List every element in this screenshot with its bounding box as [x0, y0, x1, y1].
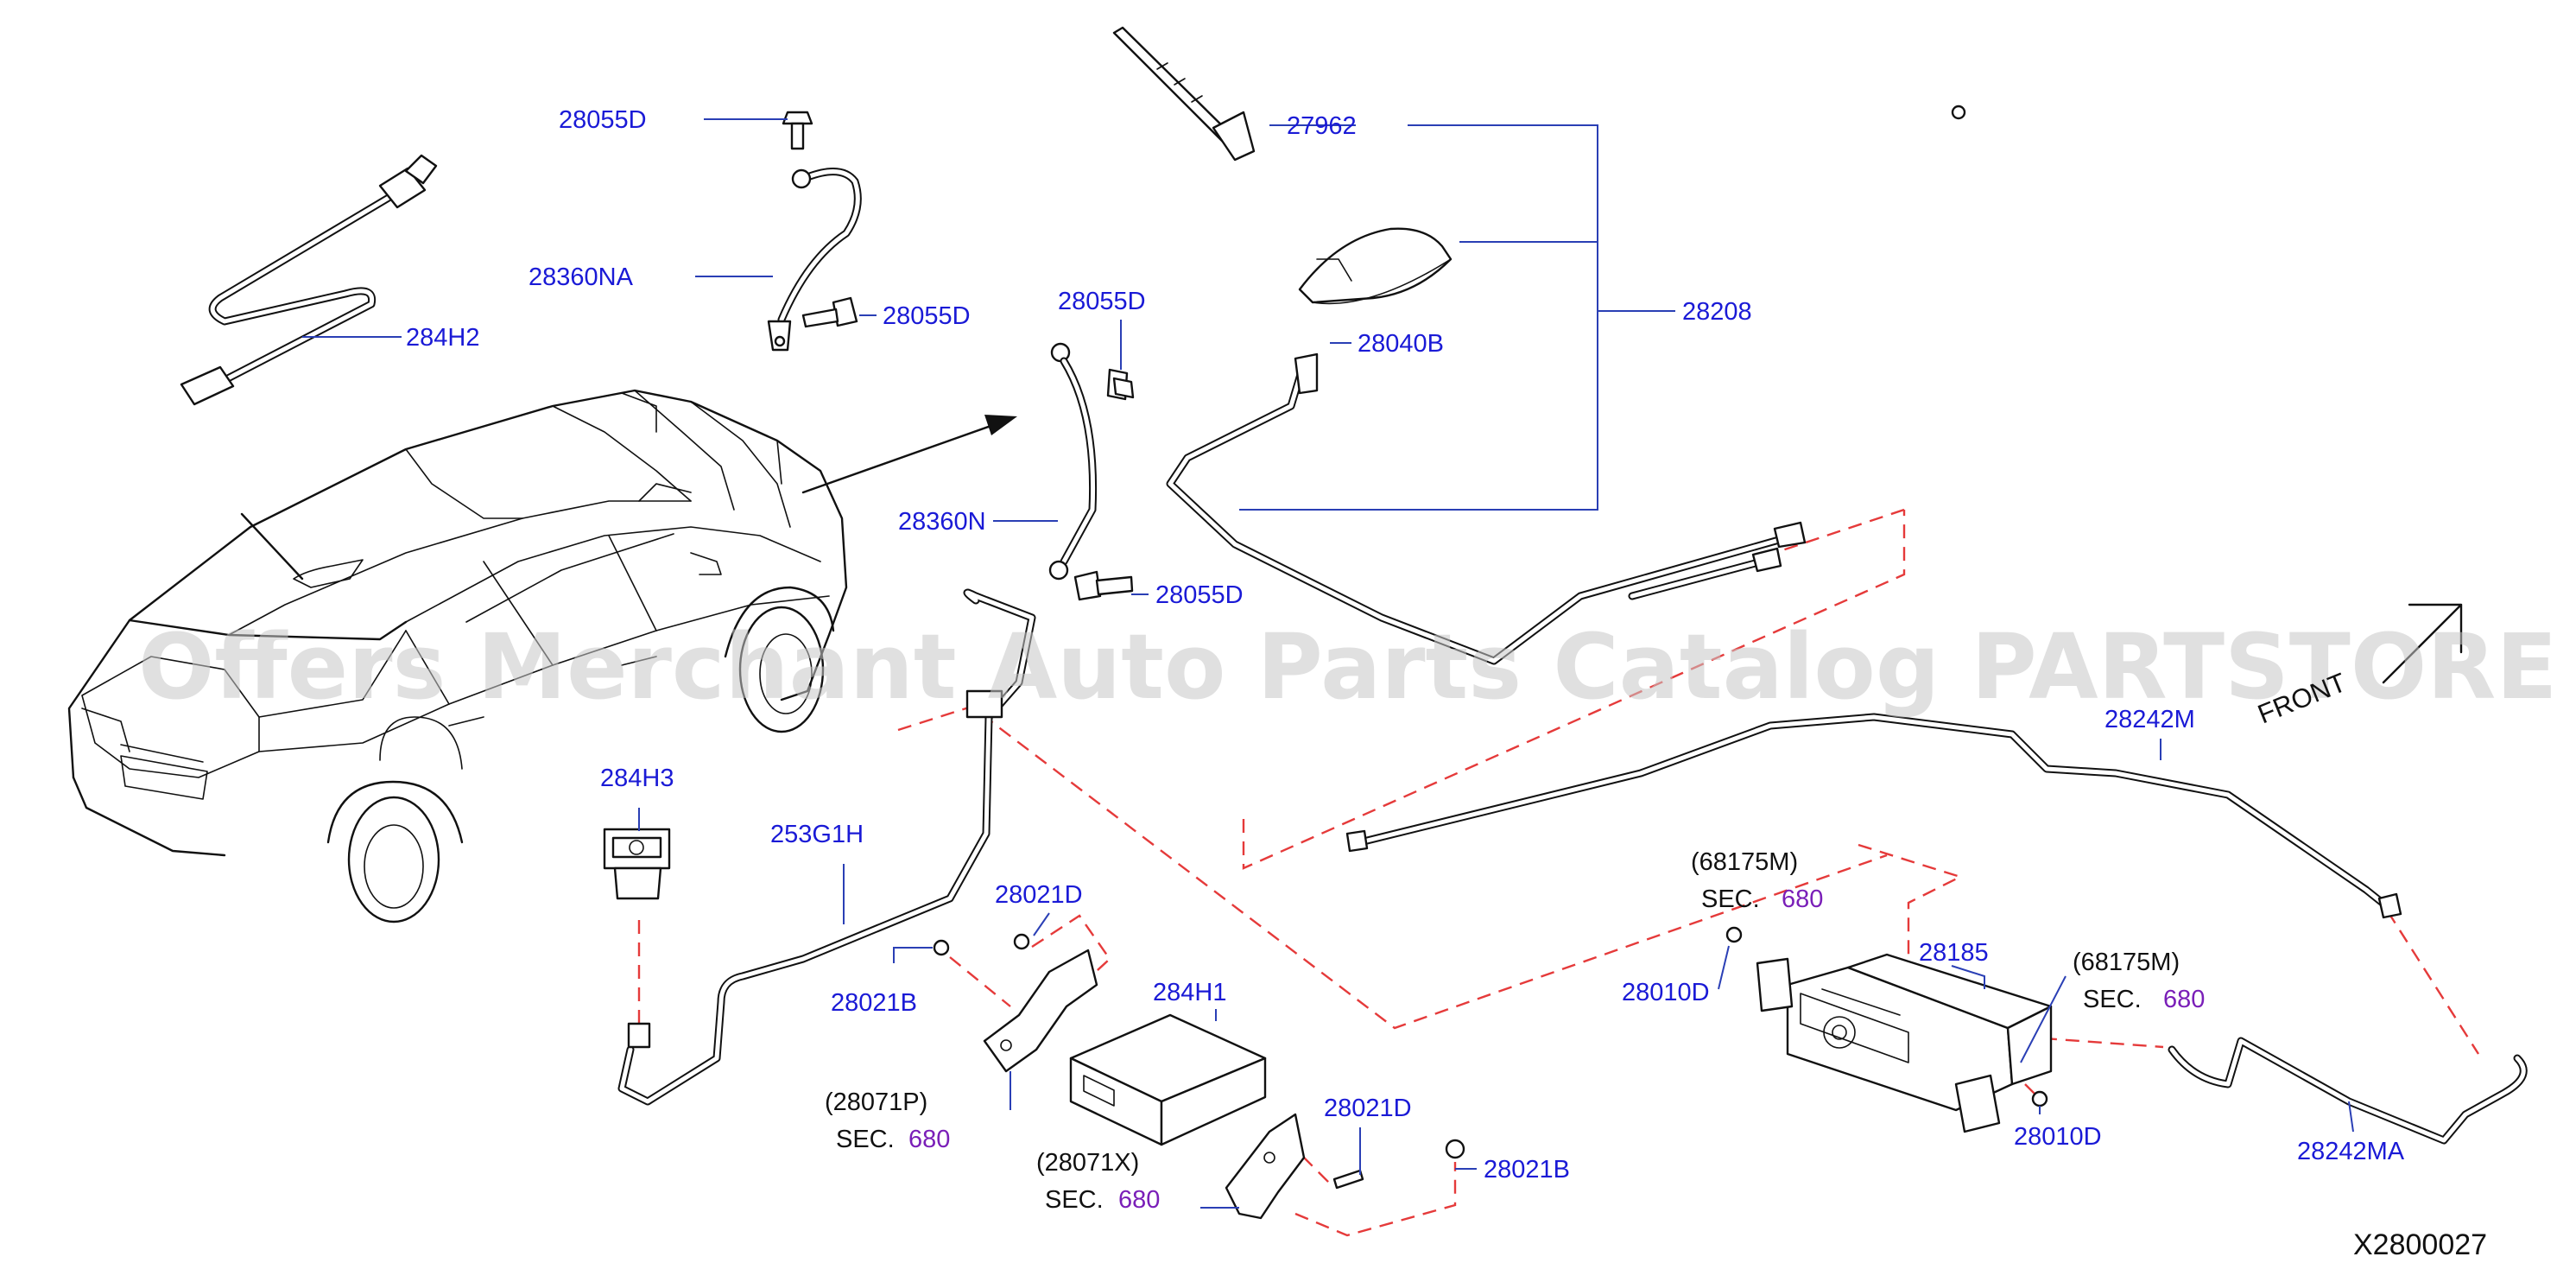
watermark-text: Offers Merchant Auto Parts Catalog PARTS… [138, 614, 2576, 720]
part-label-28208[interactable]: 28208 [1682, 298, 1752, 326]
ground-strap-icon [1048, 342, 1098, 581]
sec-number-link[interactable]: 680 [908, 1126, 950, 1153]
part-icons [180, 26, 2528, 1220]
harness-cable-icon [617, 588, 1036, 1106]
ref-label-68175M: (68175M) [2073, 949, 2180, 976]
bracket-icon [1225, 1113, 1306, 1220]
sec-number-link[interactable]: 680 [1118, 1186, 1160, 1214]
screw-icon [1332, 1169, 1364, 1190]
sec-label: SEC. [2083, 986, 2142, 1013]
part-label-28360N[interactable]: 28360N [898, 508, 986, 536]
part-label-28055D[interactable]: 28055D [1058, 288, 1146, 315]
screw-icon [1445, 1139, 1465, 1159]
ground-strap-icon [767, 168, 862, 352]
part-label-28055D[interactable]: 28055D [883, 302, 971, 330]
part-label-253G1H[interactable]: 253G1H [770, 821, 864, 848]
screw-icon [1725, 926, 1743, 943]
harness-cable-icon [2168, 1037, 2528, 1145]
part-label-28021B[interactable]: 28021B [831, 989, 917, 1017]
ref-label-28071P: (28071P) [825, 1088, 927, 1116]
leader-lines [302, 118, 2354, 1209]
ref-label-28071X: (28071X) [1036, 1149, 1139, 1177]
bolt-icon [1073, 570, 1134, 601]
module-box-icon [1069, 1013, 1267, 1146]
part-label-28242M[interactable]: 28242M [2104, 706, 2195, 733]
part-label-28185[interactable]: 28185 [1919, 939, 1989, 967]
part-labels: 28055D 28360NA 28055D 284H2 27962 28208 … [406, 106, 2405, 1184]
screw-icon [1951, 105, 1966, 120]
part-label-284H3[interactable]: 284H3 [600, 765, 674, 792]
front-arrow-icon [2382, 603, 2463, 684]
part-label-28021B[interactable]: 28021B [1484, 1156, 1570, 1184]
part-label-28021D[interactable]: 28021D [1324, 1095, 1412, 1122]
antenna-feeder-icon [1166, 352, 1807, 665]
sec-number-link[interactable]: 680 [1782, 885, 1823, 913]
part-label-28040B[interactable]: 28040B [1358, 330, 1444, 358]
screw-icon [1013, 933, 1030, 950]
part-label-284H1[interactable]: 284H1 [1153, 979, 1226, 1006]
part-label-27962[interactable]: 27962 [1287, 112, 1357, 140]
sec-label: SEC. [1045, 1186, 1104, 1214]
section-references: (28071P) SEC. 680 (28071X) SEC. 680 (681… [825, 848, 2205, 1214]
part-label-28242MA[interactable]: 28242MA [2297, 1138, 2405, 1165]
assembly-dashed-lines [637, 508, 2480, 1237]
antenna-rod-icon [1112, 26, 1256, 162]
part-label-28055D[interactable]: 28055D [559, 106, 647, 134]
audio-unit-icon [1786, 953, 2053, 1112]
part-label-28010D[interactable]: 28010D [1622, 979, 1710, 1006]
bolt-icon [1106, 368, 1135, 401]
part-label-28021D[interactable]: 28021D [995, 881, 1083, 909]
part-label-28010D[interactable]: 28010D [2014, 1123, 2102, 1151]
vehicle-illustration [67, 389, 1017, 923]
sec-label: SEC. [836, 1126, 895, 1153]
usb-socket-icon [603, 828, 671, 900]
ref-label-68175M: (68175M) [1691, 848, 1798, 876]
harness-cable-icon [1345, 713, 2402, 919]
sec-number-link[interactable]: 680 [2163, 986, 2205, 1013]
bolt-icon [782, 111, 813, 150]
drawing-code: X2800027 [2353, 1228, 2487, 1261]
sec-label: SEC. [1701, 885, 1760, 913]
part-label-28055D[interactable]: 28055D [1155, 581, 1244, 609]
shark-fin-antenna-icon [1298, 227, 1453, 305]
part-label-28360NA[interactable]: 28360NA [528, 263, 634, 291]
usb-cable-icon [180, 154, 438, 406]
part-label-284H2[interactable]: 284H2 [406, 324, 479, 352]
bracket-icon [1756, 957, 2001, 1133]
screw-icon [933, 939, 950, 956]
screw-icon [2031, 1090, 2048, 1107]
bracket-icon [983, 949, 1098, 1073]
bolt-icon [801, 296, 858, 328]
